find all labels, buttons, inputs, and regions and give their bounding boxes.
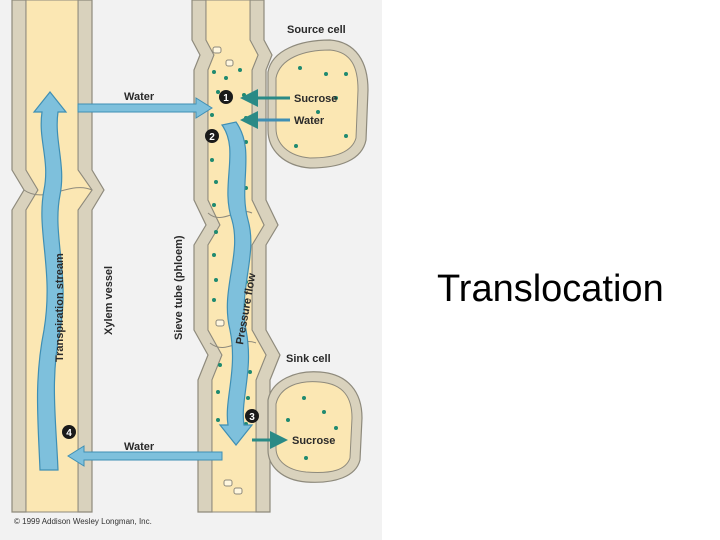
step-1-badge: 1 [219, 90, 233, 104]
water-label-bottom: Water [124, 441, 155, 453]
water-label-top: Water [124, 91, 155, 103]
source-cell-label: Source cell [287, 24, 346, 36]
pressure-flow-arrow [218, 121, 254, 446]
source-cell [267, 39, 369, 169]
transpiration-stream-label: Transpiration stream [54, 253, 66, 362]
water-in-label: Water [294, 115, 325, 127]
xylem-vessel-label: Xylem vessel [103, 266, 115, 335]
translocation-diagram: Transpiration stream Xylem vessel Pressu… [0, 0, 382, 540]
step-4-badge: 4 [62, 425, 76, 439]
sieve-tube-label: Sieve tube (phloem) [173, 235, 185, 340]
svg-text:1: 1 [223, 93, 229, 104]
slide-title: Translocation [437, 268, 664, 310]
sink-cell [267, 371, 363, 483]
copyright-notice: © 1999 Addison Wesley Longman, Inc. [14, 517, 152, 526]
water-arrow-bottom [67, 445, 223, 467]
step-3-badge: 3 [245, 409, 259, 423]
sucrose-out-label: Sucrose [292, 435, 335, 447]
sink-cell-label: Sink cell [286, 353, 331, 365]
water-arrow-top [77, 97, 213, 119]
step-2-badge: 2 [205, 129, 219, 143]
sucrose-in-label: Sucrose [294, 93, 337, 105]
svg-text:4: 4 [66, 428, 72, 439]
svg-text:2: 2 [209, 132, 215, 143]
svg-text:3: 3 [249, 412, 255, 423]
transpiration-stream-arrow [32, 91, 68, 471]
